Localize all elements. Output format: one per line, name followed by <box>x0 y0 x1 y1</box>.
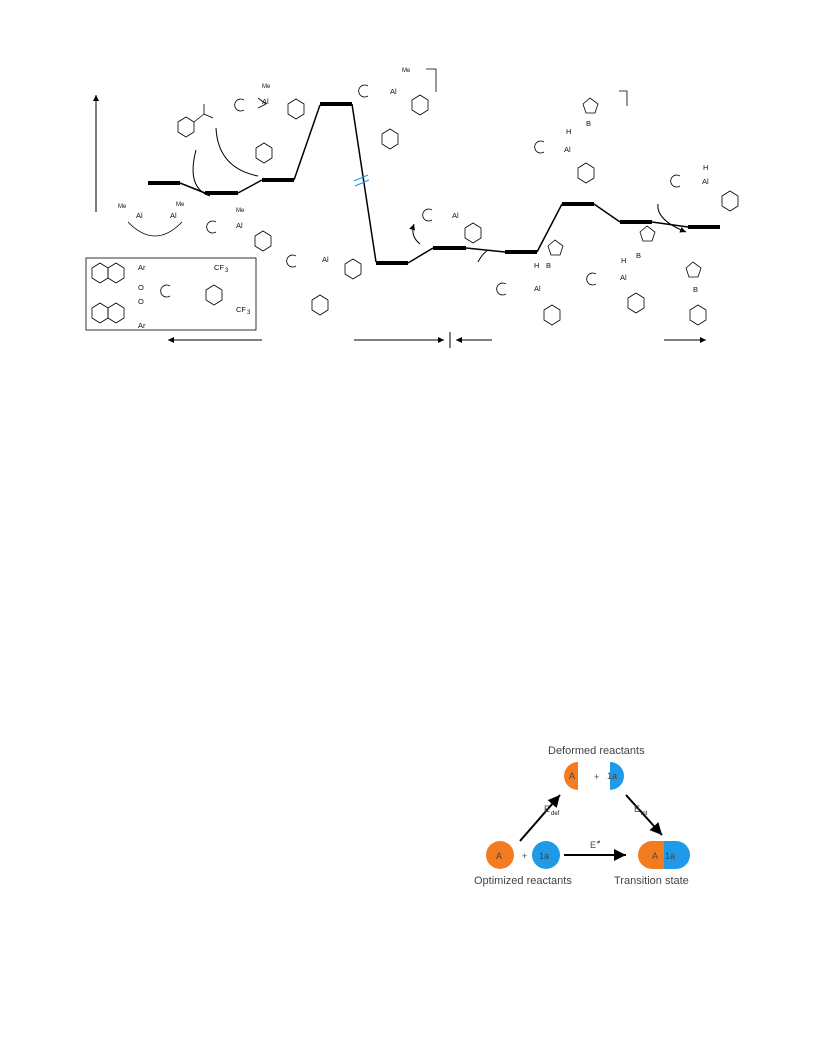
e-dagger-label: E <box>590 840 596 850</box>
svg-text:Al: Al <box>262 97 269 106</box>
svg-text:Me: Me <box>236 208 245 214</box>
deformed-reactants: A + 1a <box>564 762 624 790</box>
svg-text:+: + <box>522 851 527 861</box>
svg-text:Al: Al <box>170 211 177 220</box>
svg-text:3: 3 <box>225 268 229 274</box>
axis-break-mark <box>353 174 370 187</box>
svg-text:3: 3 <box>247 310 251 316</box>
energy-levels <box>148 102 720 265</box>
svg-text:B: B <box>636 251 641 260</box>
svg-text:Me: Me <box>176 202 185 208</box>
svg-text:Ar: Ar <box>138 321 146 330</box>
svg-text:≠: ≠ <box>597 840 601 846</box>
svg-text:Me: Me <box>402 68 411 74</box>
svg-text:Al: Al <box>564 145 571 154</box>
e-def-label: E <box>544 804 550 814</box>
svg-text:Me: Me <box>262 84 271 90</box>
asm-arrows <box>519 794 663 861</box>
svg-text:Al: Al <box>452 211 459 220</box>
optimized-reactants-label: Optimized reactants <box>474 875 572 887</box>
svg-text:1a: 1a <box>665 851 675 861</box>
svg-text:A: A <box>569 771 575 781</box>
svg-text:Al: Al <box>136 211 143 220</box>
svg-text:H: H <box>534 261 539 270</box>
svg-text:Al: Al <box>236 221 243 230</box>
svg-text:Al: Al <box>534 284 541 293</box>
svg-text:CF: CF <box>214 263 224 272</box>
atom-labels: Al Me Al Me Al Al Me Me Al Me Al Al Al B… <box>118 68 709 294</box>
svg-text:CF: CF <box>236 305 246 314</box>
svg-text:Al: Al <box>702 177 709 186</box>
svg-text:O: O <box>138 283 144 292</box>
svg-text:H: H <box>703 163 708 172</box>
svg-text:def: def <box>551 811 560 817</box>
stage-arrows <box>168 332 706 348</box>
transition-state: A 1a <box>638 841 690 869</box>
svg-text:B: B <box>586 119 591 128</box>
svg-text:Al: Al <box>620 273 627 282</box>
energy-profile-diagram: Al Me Al Me Al Al Me Me Al Me Al Al Al B… <box>85 68 739 348</box>
e-int-label: E <box>634 804 640 814</box>
svg-text:+: + <box>594 772 599 782</box>
legend-box: Ar Ar O O CF 3 CF 3 <box>85 257 257 331</box>
svg-text:Al: Al <box>390 87 397 96</box>
svg-text:H: H <box>566 127 571 136</box>
molecule-structures <box>127 68 739 326</box>
process-arrows <box>192 127 687 263</box>
svg-text:Me: Me <box>118 204 127 210</box>
optimized-reactants: A + 1a <box>486 841 560 869</box>
svg-text:B: B <box>546 261 551 270</box>
svg-text:1a: 1a <box>539 851 549 861</box>
svg-text:Al: Al <box>322 255 329 264</box>
svg-text:A: A <box>652 851 658 861</box>
asm-scheme: Deformed reactants A + 1a A + 1a Optimiz… <box>474 745 690 887</box>
deformed-reactants-label: Deformed reactants <box>548 745 645 757</box>
transition-state-label: Transition state <box>614 875 689 887</box>
svg-text:Ar: Ar <box>138 263 146 272</box>
svg-text:B: B <box>693 285 698 294</box>
svg-text:1a: 1a <box>607 771 617 781</box>
svg-text:H: H <box>621 256 626 265</box>
svg-text:O: O <box>138 297 144 306</box>
svg-text:int: int <box>641 811 648 817</box>
svg-text:A: A <box>496 851 502 861</box>
